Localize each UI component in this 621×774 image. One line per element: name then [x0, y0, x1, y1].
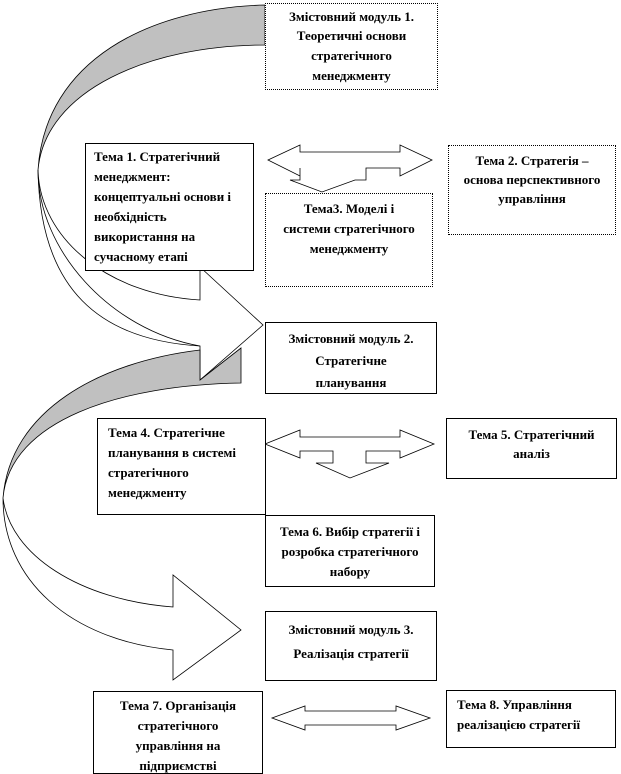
module-2-subtitle: Стратегічне планування [315, 353, 387, 390]
three-way-arrow-1 [267, 144, 433, 193]
curved-arrow-2-body [2, 497, 242, 681]
module-1-box: Змістовний модуль 1. Теоретичні основи с… [265, 3, 438, 90]
module-3-subtitle: Реалізація стратегії [293, 646, 409, 661]
topic-4-box: Тема 4. Стратегічне планування в системі… [97, 418, 266, 515]
module-1-subtitle: Теоретичні основи стратегічного менеджме… [296, 28, 407, 83]
topic-5-box: Тема 5. Стратегічний аналіз [446, 418, 617, 479]
double-arrow-3 [270, 705, 432, 731]
topic-3-box: Тема3. Моделі і системи стратегічного ме… [265, 193, 433, 287]
module-2-box: Змістовний модуль 2. Стратегічне планува… [265, 322, 437, 394]
topic-2-text: Тема 2. Стратегія – основа перспективног… [463, 153, 601, 206]
topic-1-box: Тема 1. Стратегічний менеджмент: концепт… [85, 143, 254, 271]
topic-1-text: Тема 1. Стратегічний менеджмент: концепт… [94, 149, 232, 264]
topic-3-text: Тема3. Моделі і системи стратегічного ме… [283, 201, 415, 256]
curved-arrow-2 [2, 347, 242, 681]
topic-7-box: Тема 7. Організація стратегічного управл… [93, 691, 263, 774]
curved-arrow-2-shaded-band [2, 347, 242, 499]
topic-2-box: Тема 2. Стратегія – основа перспективног… [448, 145, 616, 235]
module-1-title: Змістовний модуль 1. [289, 9, 414, 24]
topic-5-text: Тема 5. Стратегічний аналіз [468, 427, 595, 461]
curved-arrow-1-underside [37, 169, 201, 347]
module-2-title: Змістовний модуль 2. [288, 331, 414, 346]
topic-4-text: Тема 4. Стратегічне планування в системі… [108, 425, 236, 500]
module-3-title: Змістовний модуль 3. [288, 622, 414, 637]
module-3-box: Змістовний модуль 3. Реалізація стратегі… [265, 611, 437, 681]
topic-7-text: Тема 7. Організація стратегічного управл… [119, 698, 237, 773]
topic-8-text: Тема 8. Управління реалізацією стратегії [457, 697, 581, 732]
topic-6-text: Тема 6. Вибір стратегії і розробка страт… [279, 524, 421, 579]
three-way-arrow-2 [263, 429, 436, 479]
topic-8-box: Тема 8. Управління реалізацією стратегії [446, 690, 616, 748]
topic-6-box: Тема 6. Вибір стратегії і розробка страт… [265, 515, 435, 587]
